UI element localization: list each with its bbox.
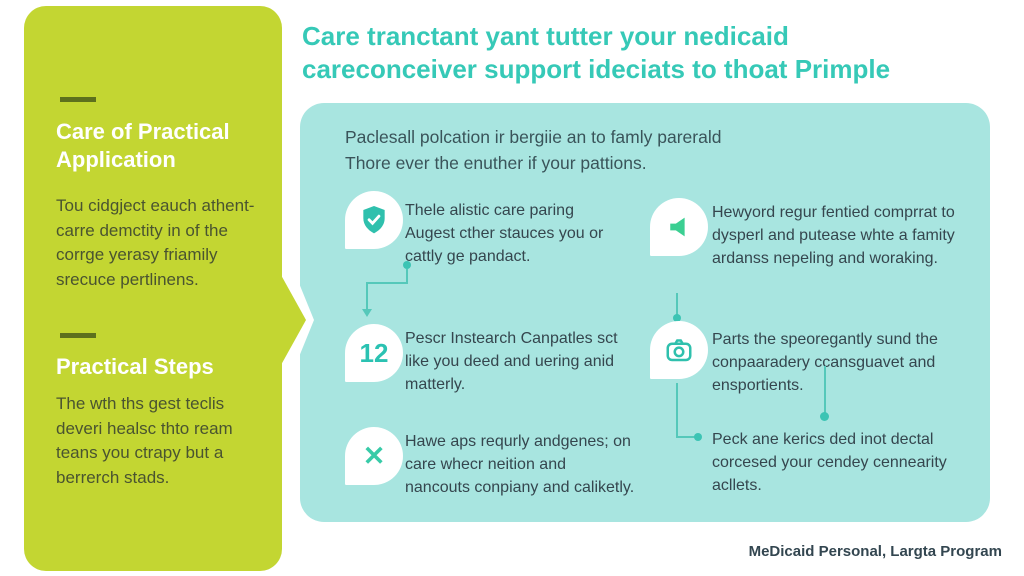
item-text-right3: Peck ane kerics ded inot dectal corcesed…: [712, 431, 947, 495]
connector-dot: [403, 261, 411, 269]
item-text-right2: Parts the speoregantly sund the conpaara…: [712, 331, 938, 395]
sidebar-heading-2: Practical Steps: [56, 354, 214, 379]
number-badge: 12: [345, 324, 403, 382]
item-text-left1: Thele alistic care paring Augest cther s…: [405, 202, 604, 266]
shield-check-icon: [345, 191, 403, 249]
connector-line: [366, 282, 408, 284]
camera-icon: [666, 339, 692, 362]
footer-program-label: MeDicaid Personal, Largta Program: [748, 543, 1002, 560]
megaphone-icon: [670, 217, 685, 237]
x-mark-icon: ✕: [362, 440, 386, 471]
sidebar-body-1: Tou cidgject eauch athent-carre demctity…: [56, 196, 255, 289]
badge-number: 12: [359, 337, 389, 368]
connector-arrow-down: [362, 309, 372, 317]
connector-dot: [820, 412, 829, 421]
item-text-right1: Hewyord regur fentied comprrat to dysper…: [712, 204, 955, 268]
connector-line: [676, 436, 697, 438]
sidebar-body-2: The wth ths gest teclis deveri healsc th…: [56, 394, 233, 487]
panel-intro-line2: Thore ever the enuther if your pattions.: [345, 153, 647, 174]
sidebar-arrow: [281, 275, 306, 365]
sidebar: Care of Practical Application Tou cidgje…: [24, 6, 282, 571]
connector-line: [406, 269, 408, 284]
item-text-left2: Pescr Instearch Canpatles sct like you d…: [405, 330, 618, 394]
page-title: Care tranctant yant tutter your nedicaid…: [302, 20, 982, 85]
page-title-line2: careconceiver support ideciats to thoat …: [302, 53, 891, 84]
connector-line: [676, 383, 678, 438]
panel-intro-line1: Paclesall polcation ir bergiie an to fam…: [345, 127, 722, 147]
connector-dot: [673, 314, 681, 322]
connector-dot: [694, 433, 702, 441]
connector-line: [824, 366, 826, 414]
section-dash: [60, 333, 96, 338]
x-mark-icon: ✕: [345, 427, 403, 485]
connector-line: [676, 293, 678, 315]
camera-icon: [650, 321, 708, 379]
page-title-line1: Care tranctant yant tutter your nedicaid: [302, 21, 789, 51]
section-dash: [60, 97, 96, 102]
megaphone-icon: [650, 198, 708, 256]
sidebar-heading-1: Care of Practical Application: [56, 119, 230, 173]
content-panel: Paclesall polcation ir bergiie an to fam…: [300, 103, 990, 522]
connector-line: [366, 282, 368, 309]
shield-check-icon: [363, 206, 385, 234]
panel-intro: Paclesall polcation ir bergiie an to fam…: [345, 124, 721, 177]
item-text-left3: Hawe aps requrly andgenes; on care whecr…: [405, 433, 635, 497]
